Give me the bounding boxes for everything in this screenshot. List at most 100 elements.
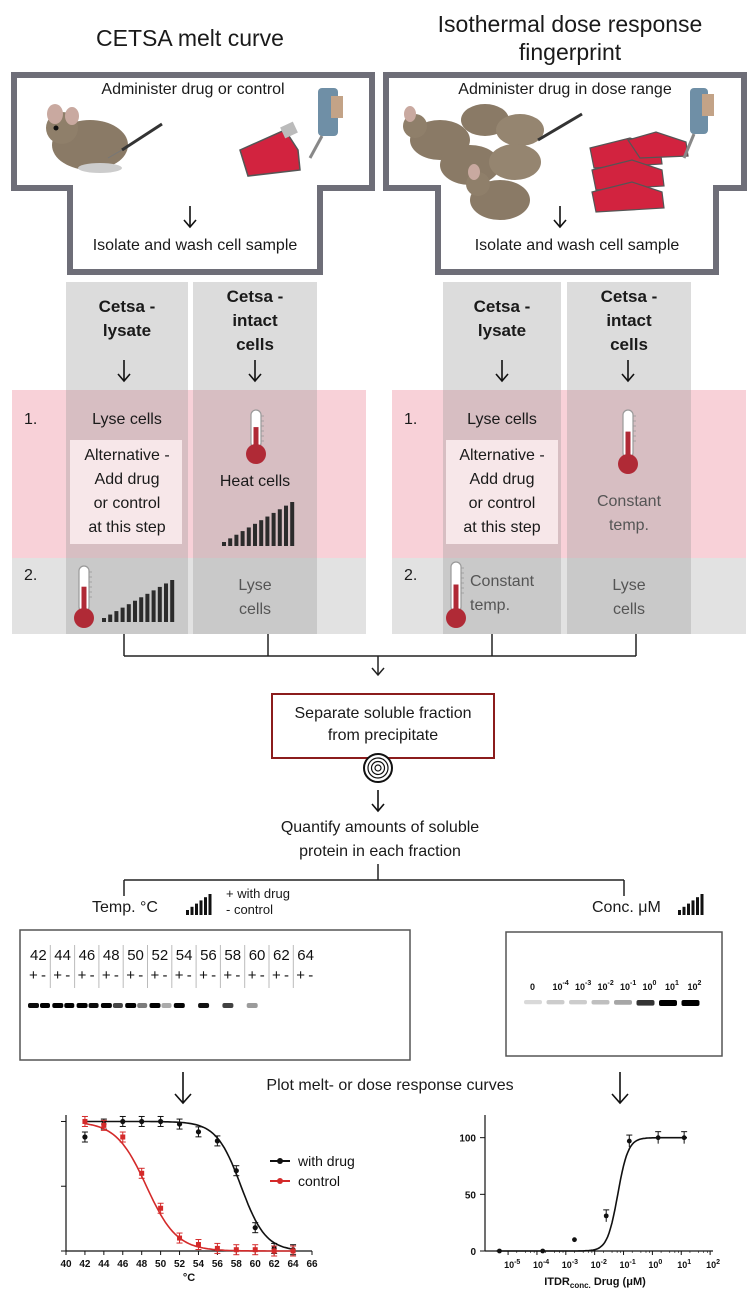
data-point <box>572 1237 577 1243</box>
arrow-down-icon <box>183 206 567 229</box>
blot-band-drug <box>125 1003 137 1008</box>
constant-l2: temp. <box>470 597 511 614</box>
blot-plus-label: + <box>199 967 208 984</box>
x-tick-label: 58 <box>231 1259 243 1270</box>
col-intact-l2: intact <box>232 311 278 330</box>
data-point <box>252 1247 258 1253</box>
x-tick-label: 102 <box>706 1259 720 1270</box>
blot-band-control <box>64 1003 75 1008</box>
split-bracket <box>123 864 625 896</box>
blot-minus-label: - <box>260 967 265 984</box>
quantify-line2: protein in each fraction <box>299 843 461 860</box>
blot-band-drug <box>76 1003 88 1008</box>
legend-label: with drug <box>297 1153 355 1169</box>
signal-bars-icon <box>186 894 212 915</box>
blot-plus-label: + <box>53 967 62 984</box>
data-point <box>82 1134 88 1140</box>
x-tick-label: 42 <box>79 1259 91 1270</box>
separate-box <box>271 693 495 759</box>
alt-r2: Add drug <box>469 471 535 488</box>
blot-temp-label: 60 <box>249 947 266 964</box>
x-tick-label: 62 <box>269 1259 281 1270</box>
blot-bands-left <box>28 1003 258 1008</box>
thermometer-icon <box>246 409 266 464</box>
left-panel-top: Administer drug or control <box>101 81 285 98</box>
lyse-l2-right: cells <box>612 601 645 618</box>
blot-temp-labels: 42+-44+-46+-48+-50+-52+-54+-56+-58+-60+-… <box>29 947 314 984</box>
blot-band-drug <box>246 1003 258 1008</box>
blot-band-dose <box>659 1000 677 1006</box>
thermometer-icon <box>74 565 94 628</box>
mice-group-illustration <box>403 104 544 220</box>
constant-l1: Constant <box>470 573 535 590</box>
col-lysate-r1: Cetsa - <box>473 297 531 316</box>
x-tick-label: 10-1 <box>620 1259 636 1270</box>
alt-box-left <box>70 440 182 544</box>
blot-band-dose <box>546 1000 565 1005</box>
alt-r1: Alternative - <box>459 447 545 464</box>
col-intact-l3: cells <box>236 335 274 354</box>
col-lysate-l2: lysate <box>102 321 152 340</box>
drug-legend-1: + with drug <box>226 886 290 901</box>
temperature-ramp-icons <box>102 502 295 622</box>
lyse-l2-left: cells <box>238 601 271 618</box>
blot-temp-label: 48 <box>103 947 120 964</box>
col-intact-r2: intact <box>606 311 652 330</box>
x-tick-label: 66 <box>306 1259 318 1270</box>
step1-label-right: 1. <box>404 411 418 428</box>
pipette-icon-right <box>682 88 714 159</box>
legend-marker <box>277 1158 283 1164</box>
blot-minus-label: - <box>235 967 240 984</box>
blot-band-drug <box>149 1003 161 1008</box>
blot-minus-label: - <box>90 967 95 984</box>
blot-plus-label: + <box>102 967 111 984</box>
blot-band-drug <box>28 1003 39 1008</box>
col-intact-r1: Cetsa - <box>600 287 658 306</box>
blot-plus-label: + <box>248 967 257 984</box>
data-point <box>214 1245 220 1251</box>
data-point <box>497 1248 502 1254</box>
mouse-illustration <box>46 104 128 173</box>
data-point <box>120 1118 126 1125</box>
blot-band-dose <box>591 1000 610 1005</box>
x-tick-label: 52 <box>174 1259 186 1270</box>
blot-minus-label: - <box>65 967 70 984</box>
separate-line2: from precipitate <box>327 727 439 744</box>
data-point <box>139 1170 145 1176</box>
x-tick-label: 101 <box>677 1259 691 1270</box>
right-panel-bottom: Isolate and wash cell sample <box>474 237 680 254</box>
x-tick-label: 44 <box>98 1259 110 1270</box>
x-tick-label: 64 <box>288 1259 300 1270</box>
data-point <box>195 1129 202 1135</box>
blot-band-dose <box>614 1000 632 1005</box>
drug-legend-2: - control <box>226 902 273 917</box>
blot-lane-separators <box>49 945 294 988</box>
blot-plus-label: + <box>151 967 160 984</box>
col-lysate-r2: lysate <box>477 321 527 340</box>
pipette-icon <box>308 88 343 159</box>
x-tick-label: 40 <box>60 1259 72 1270</box>
thermometer-icon <box>446 561 466 628</box>
signal-bars-icon <box>678 894 704 915</box>
blot-band-dose <box>524 1000 542 1005</box>
blot-band-control <box>40 1003 50 1008</box>
signal-bars-icons <box>186 894 704 915</box>
blot-temp-label: 52 <box>152 947 169 964</box>
data-point <box>120 1134 126 1140</box>
blot-plus-label: + <box>223 967 232 984</box>
arrow-down-icon <box>371 790 385 813</box>
data-point <box>158 1118 164 1125</box>
alt-box-right <box>446 440 558 544</box>
blot-temp-label: 56 <box>200 947 217 964</box>
heat-cells: Heat cells <box>219 473 291 490</box>
blot-band-dose <box>681 1000 700 1006</box>
blot-plus-label: + <box>78 967 87 984</box>
temperature-ramp-icon <box>222 502 295 546</box>
data-point <box>82 1118 88 1124</box>
right-title-line2: fingerprint <box>518 39 622 65</box>
